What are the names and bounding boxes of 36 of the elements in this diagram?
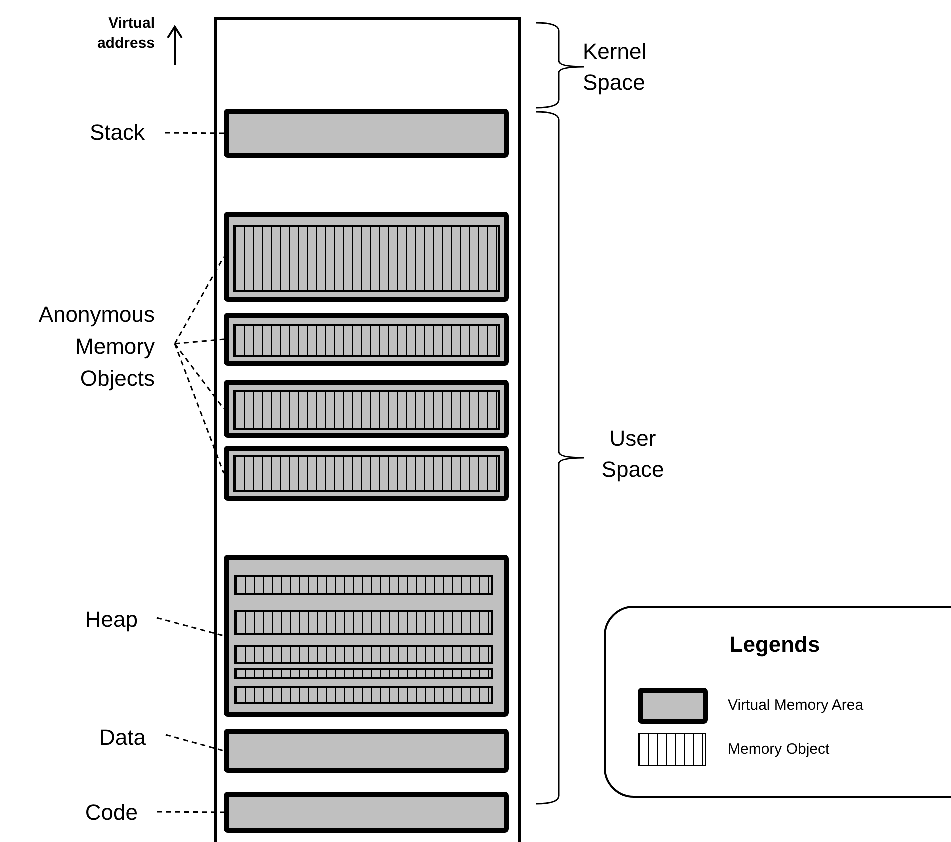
region-label: Kernel Space (583, 38, 648, 97)
area-label: Data (40, 722, 146, 754)
memory-object-box (234, 575, 493, 595)
memory-area-box (224, 729, 509, 773)
memory-area-box (224, 555, 509, 717)
area-label: Stack (40, 117, 145, 149)
memory-area-box (224, 380, 509, 438)
memory-object-box (234, 686, 493, 704)
memory-area-box (224, 313, 509, 366)
leader-line (174, 344, 225, 474)
area-label: Anonymous Memory Objects (0, 299, 155, 395)
legend-label: Virtual Memory Area (728, 696, 864, 716)
memory-object-box (234, 645, 493, 664)
legend-title: Legends (728, 631, 822, 659)
memory-area-box (224, 109, 509, 158)
leader-line (165, 132, 224, 134)
area-label: Code (30, 797, 138, 829)
memory-object-box (233, 390, 500, 430)
leader-line (174, 256, 225, 344)
memory-area-box (224, 792, 509, 833)
memory-area-box (224, 446, 509, 501)
memory-object-box (233, 455, 500, 492)
axis-label: Virtual address (96, 14, 155, 54)
leader-line (174, 338, 224, 345)
leader-line (156, 617, 224, 637)
leader-line (174, 344, 225, 410)
memory-object-box (234, 668, 493, 679)
address-space-column (214, 17, 521, 842)
memory-object-box (233, 324, 500, 357)
region-label: User Space (600, 425, 666, 484)
leader-line (157, 811, 224, 814)
memory-object-box (234, 610, 493, 635)
area-label: Heap (30, 604, 138, 636)
memory-object-box (233, 225, 500, 292)
memory-area-box (224, 212, 509, 302)
legend-label: Memory Object (728, 740, 830, 760)
